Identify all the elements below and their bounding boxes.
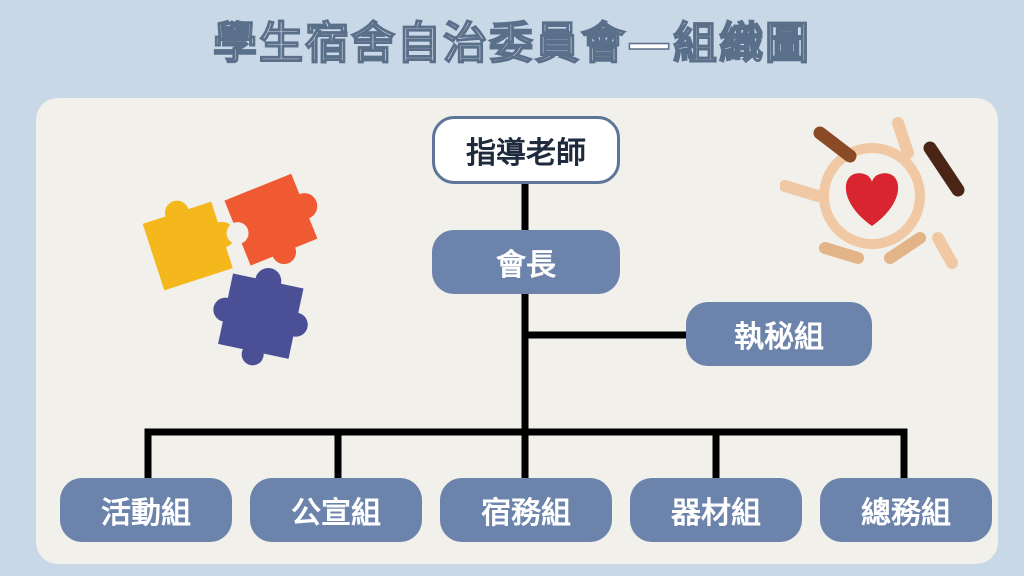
node-dorm-affairs: 宿務組 <box>440 478 612 542</box>
node-secretariat: 執秘組 <box>686 302 872 366</box>
puzzle-pieces-icon <box>142 173 318 366</box>
node-publicity: 公宣組 <box>250 478 422 542</box>
page-title: 學生宿舍自治委員會—組織圖 <box>212 17 811 70</box>
node-equipment: 器材組 <box>630 478 802 542</box>
node-activities: 活動組 <box>60 478 232 542</box>
node-general-affairs: 總務組 <box>820 478 992 542</box>
hands-heart-icon <box>780 117 965 269</box>
node-advisor: 指導老師 <box>432 116 620 184</box>
node-president: 會長 <box>432 230 620 294</box>
